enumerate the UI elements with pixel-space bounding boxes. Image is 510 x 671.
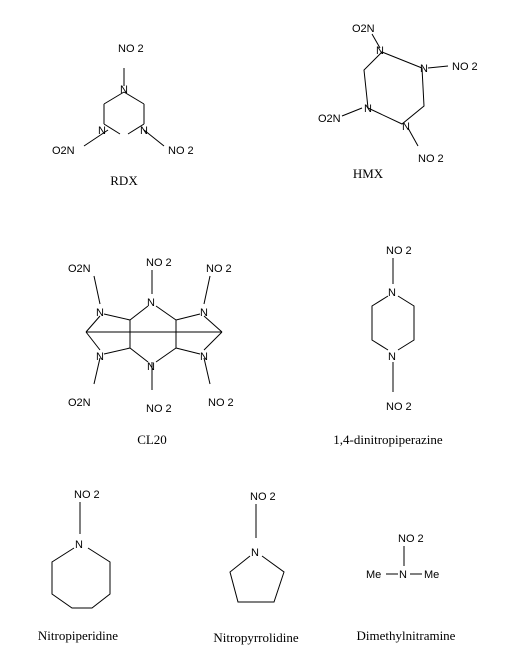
hmx-caption: HMX	[353, 166, 384, 181]
hmx-n-top: N	[376, 45, 384, 57]
dimethylnitramine-me-right: Me	[424, 569, 439, 581]
dimethylnitramine-caption: Dimethylnitramine	[357, 628, 456, 643]
cl20-n-upperright: N	[200, 307, 208, 319]
nitropyrrolidine-caption: Nitropyrrolidine	[213, 630, 298, 645]
nitropiperidine-structure: NO 2 N Nitropiperidine	[38, 489, 118, 643]
dimethylnitramine-n: N	[399, 569, 407, 581]
dinitropiperazine-caption: 1,4-dinitropiperazine	[333, 432, 443, 447]
cl20-no2-topright: NO 2	[206, 263, 232, 275]
rdx-bonds	[83, 68, 165, 147]
nitropiperidine-bonds	[51, 502, 111, 609]
hmx-n-bottom: N	[402, 121, 410, 133]
nitropyrrolidine-no2: NO 2	[250, 491, 276, 503]
nitropyrrolidine-bonds	[229, 504, 285, 603]
cl20-n-lowerleft: N	[96, 351, 104, 363]
hmx-no2-bottom: NO 2	[418, 153, 444, 165]
cl20-n-top: N	[147, 297, 155, 309]
dinitropiperazine-structure: NO 2 N N NO 2 1,4-dinitropiperazine	[333, 245, 443, 447]
cl20-n-lowerright: N	[200, 351, 208, 363]
hmx-n-right: N	[420, 63, 428, 75]
cl20-no2-bottom: NO 2	[146, 403, 172, 415]
cl20-caption: CL20	[137, 432, 167, 447]
rdx-n-right: N	[140, 125, 148, 137]
dimethylnitramine-bonds	[386, 546, 422, 575]
rdx-structure: NO 2 N N N O2N NO 2 RDX	[52, 43, 194, 188]
rdx-n-left: N	[98, 125, 106, 137]
nitropiperidine-no2: NO 2	[74, 489, 100, 501]
nitropyrrolidine-n: N	[251, 547, 259, 559]
rdx-o2n-left: O2N	[52, 145, 75, 157]
rdx-caption: RDX	[110, 173, 138, 188]
dimethylnitramine-structure: NO 2 Me N Me Dimethylnitramine	[357, 533, 456, 643]
dimethylnitramine-me-left: Me	[366, 569, 381, 581]
cl20-o2n-topleft: O2N	[68, 263, 91, 275]
dinitropiperazine-no2-top: NO 2	[386, 245, 412, 257]
dinitropiperazine-n-bottom: N	[388, 351, 396, 363]
dinitropiperazine-bonds	[371, 258, 415, 392]
hmx-o2n-top: O2N	[352, 23, 375, 35]
hmx-n-left: N	[364, 103, 372, 115]
cl20-bonds	[85, 270, 223, 390]
cl20-o2n-bottomleft: O2N	[68, 397, 91, 409]
cl20-no2-bottomright: NO 2	[208, 397, 234, 409]
hmx-structure: O2N N N NO 2 N O2N N NO 2 HMX	[318, 23, 478, 181]
dinitropiperazine-no2-bottom: NO 2	[386, 401, 412, 413]
nitropiperidine-caption: Nitropiperidine	[38, 628, 118, 643]
rdx-n-top: N	[120, 84, 128, 96]
nitropiperidine-n: N	[75, 539, 83, 551]
rdx-no2-top: NO 2	[118, 43, 144, 55]
rdx-no2-right: NO 2	[168, 145, 194, 157]
nitropyrrolidine-structure: NO 2 N Nitropyrrolidine	[213, 491, 298, 645]
cl20-n-upperleft: N	[96, 307, 104, 319]
cl20-n-bottom: N	[147, 361, 155, 373]
cl20-structure: NO 2 O2N NO 2 N N N N N N O2N NO 2 NO 2 …	[68, 257, 234, 447]
hmx-o2n-left: O2N	[318, 113, 341, 125]
hmx-bonds	[341, 33, 449, 147]
dimethylnitramine-no2: NO 2	[398, 533, 424, 545]
hmx-no2-right: NO 2	[452, 61, 478, 73]
dinitropiperazine-n-top: N	[388, 287, 396, 299]
cl20-no2-top: NO 2	[146, 257, 172, 269]
